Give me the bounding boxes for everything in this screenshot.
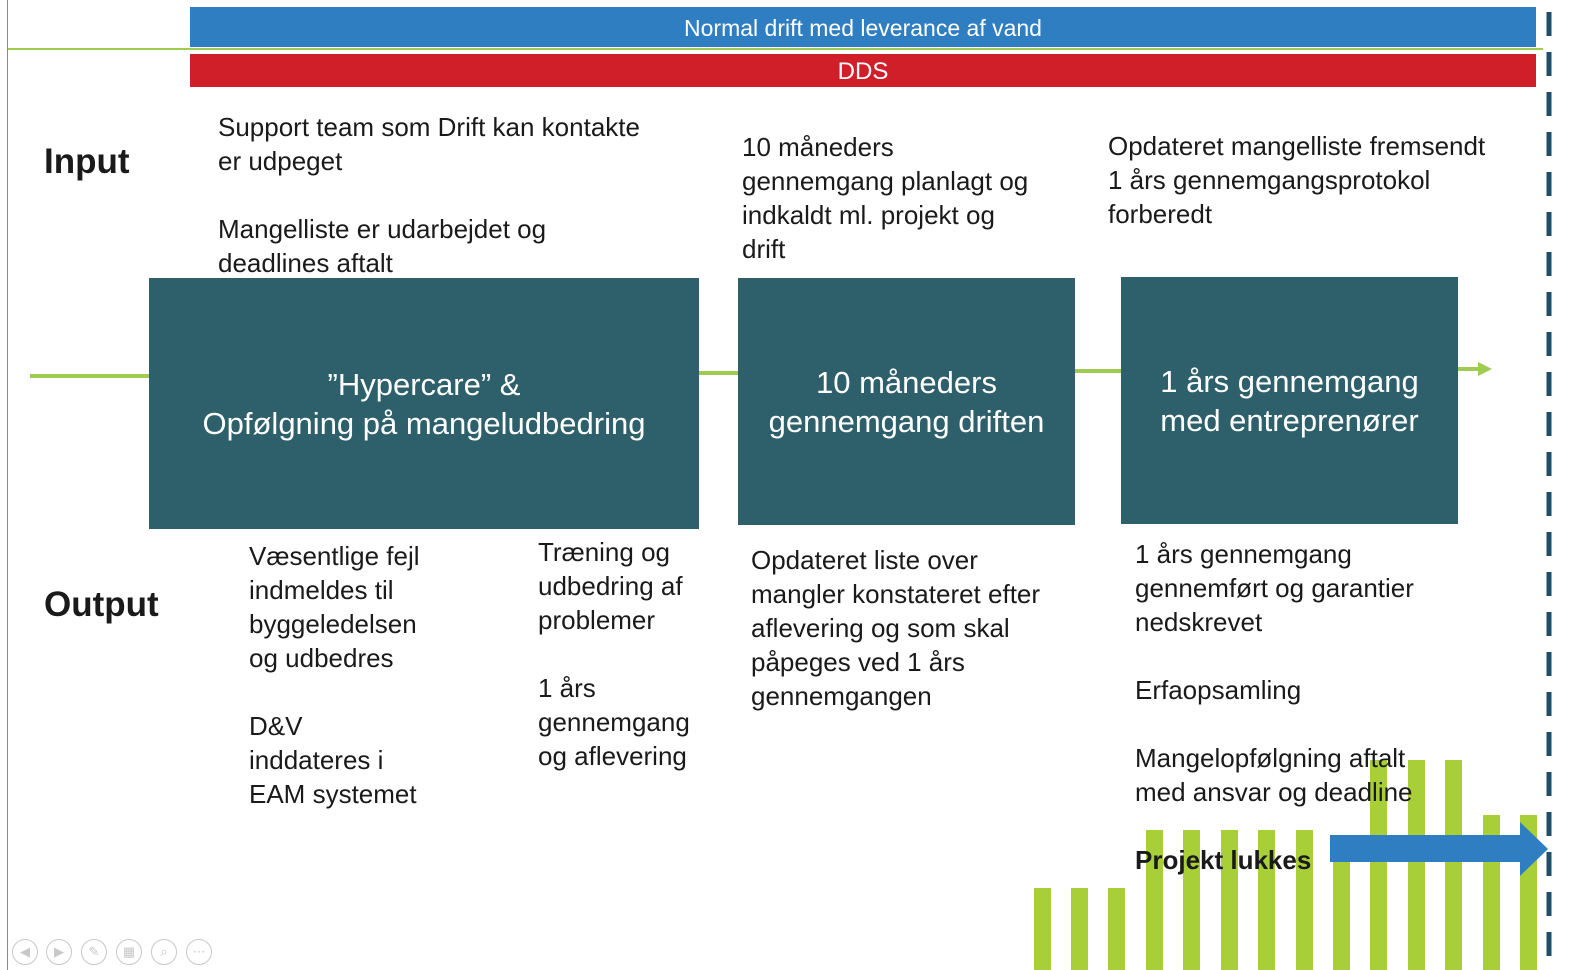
project-closed-label: Projekt lukkes [1135, 845, 1312, 875]
forward-icon[interactable]: ▶ [46, 939, 72, 965]
slides-icon[interactable]: ▦ [116, 939, 142, 965]
output-text-phase-3: 1 års gennemgang gennemført og garantier… [1135, 539, 1414, 807]
pen-icon[interactable]: ✎ [81, 939, 107, 965]
output-text-phase-1b: Træning og udbedring af problemer 1 års … [538, 537, 690, 771]
back-icon[interactable]: ◀ [12, 939, 38, 965]
dds-bar: DDS [190, 54, 1536, 87]
input-label: Input [44, 142, 130, 181]
phase-box-1-year-review: 1 års gennemgang med entreprenører [1121, 277, 1458, 524]
input-text-phase-1: Support team som Drift kan kontakte er u… [218, 112, 640, 278]
phase-box-hypercare: ”Hypercare” & Opfølgning på mangeludbedr… [149, 278, 699, 529]
more-icon[interactable]: ⋯ [186, 939, 212, 965]
output-label: Output [44, 585, 159, 624]
project-close-arrow [1330, 822, 1548, 876]
output-text-phase-1a: Væsentlige fejl indmeldes til byggeledel… [249, 541, 420, 809]
zoom-icon[interactable]: ⌕ [151, 939, 177, 965]
normal-operation-bar: Normal drift med leverance af vand [190, 7, 1536, 47]
phase-box-10-month-review: 10 måneders gennemgang driften [738, 278, 1075, 525]
input-text-phase-3: Opdateret mangelliste fremsendt 1 års ge… [1108, 131, 1486, 229]
slide-left-border [7, 0, 8, 970]
output-text-phase-2: Opdateret liste over mangler konstateret… [751, 545, 1041, 711]
timeline-arrow-head [1478, 362, 1492, 376]
input-text-phase-2: 10 måneders gennemgang planlagt og indka… [742, 132, 1029, 264]
top-rule [8, 48, 1543, 50]
